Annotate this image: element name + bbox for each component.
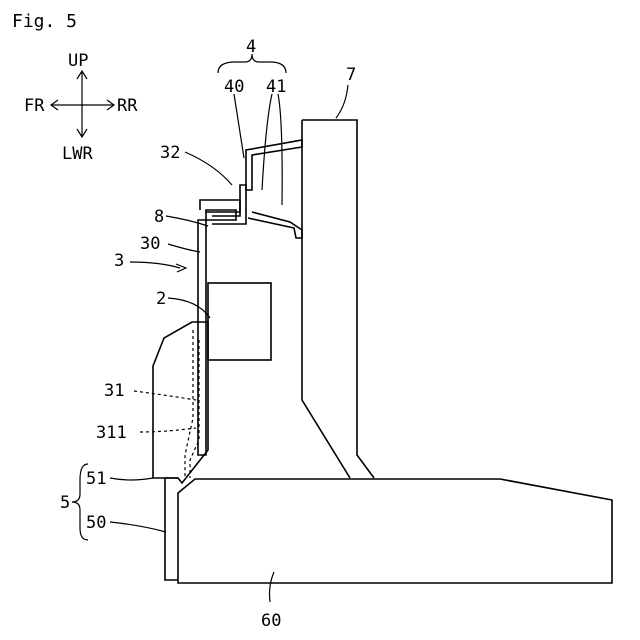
label-2: 2 — [156, 289, 166, 309]
leader-lines — [72, 54, 348, 602]
label-40: 40 — [224, 77, 244, 97]
direction-front-label: FR — [24, 96, 45, 116]
part-60-floor — [178, 479, 612, 583]
part-41-lip — [248, 212, 302, 238]
part-30-panel — [198, 210, 236, 455]
label-32: 32 — [160, 143, 180, 163]
direction-up-label: UP — [68, 51, 88, 71]
part-50-wall — [165, 478, 178, 580]
label-311: 311 — [96, 423, 127, 443]
part-51-cover — [153, 322, 208, 483]
direction-lower-label: LWR — [62, 144, 93, 164]
label-31: 31 — [104, 381, 124, 401]
direction-compass: UP FR RR LWR — [24, 51, 138, 164]
label-4: 4 — [246, 37, 256, 57]
label-30: 30 — [140, 234, 160, 254]
part-7-frame — [302, 120, 374, 478]
direction-rear-label: RR — [117, 96, 138, 116]
figure-caption: Fig. 5 — [12, 11, 77, 32]
part-32-step — [212, 185, 246, 224]
label-60: 60 — [261, 611, 281, 631]
label-5: 5 — [60, 493, 70, 513]
label-8: 8 — [154, 207, 164, 227]
part-2-box — [208, 283, 271, 360]
label-41: 41 — [266, 77, 286, 97]
part-31-hidden — [185, 330, 193, 480]
part-40-seal — [246, 140, 302, 190]
label-50: 50 — [86, 513, 106, 533]
label-51: 51 — [86, 469, 106, 489]
label-7: 7 — [346, 65, 356, 85]
label-3: 3 — [114, 251, 124, 271]
